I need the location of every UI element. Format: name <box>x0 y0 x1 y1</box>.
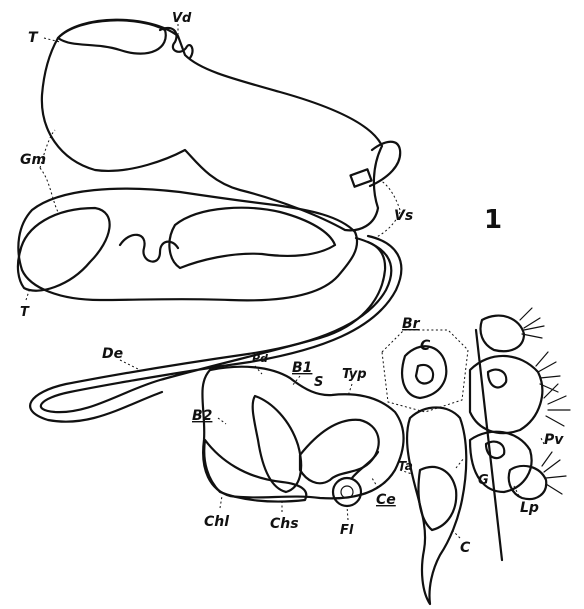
label-S: S <box>314 375 323 390</box>
upper-gonad-lobe <box>42 20 382 231</box>
label-Typ: Typ <box>342 367 367 382</box>
genital-atrium-column <box>407 408 466 605</box>
label-C-bottom: C <box>460 540 471 556</box>
label-Chl: Chl <box>204 514 229 530</box>
label-C-top: C <box>420 338 431 354</box>
copulatory-apparatus <box>202 367 403 502</box>
figure-labels: 1 T Vd Gm T Vs De Pd B1 S Typ Br C B2 Ta… <box>20 11 564 556</box>
label-T-bottom: T <box>20 305 30 320</box>
label-G: G <box>478 473 489 488</box>
label-T-top: T <box>28 30 39 46</box>
label-Pd: Pd <box>252 352 268 365</box>
label-B2: B2 <box>192 408 212 424</box>
label-Lp: Lp <box>520 500 539 516</box>
label-Pv: Pv <box>544 432 564 448</box>
label-Gm: Gm <box>20 152 46 168</box>
label-Br: Br <box>402 316 421 332</box>
label-Vd: Vd <box>172 11 192 26</box>
label-Ta: Ta <box>398 459 413 473</box>
lower-gonad-lobe <box>18 189 357 301</box>
label-Fl: Fl <box>340 523 354 538</box>
label-B1: B1 <box>292 360 312 376</box>
label-Chs: Chs <box>270 516 299 532</box>
label-Ce: Ce <box>376 492 396 508</box>
figure-number: 1 <box>484 205 502 235</box>
label-Vs: Vs <box>394 208 413 224</box>
label-De: De <box>102 346 123 362</box>
